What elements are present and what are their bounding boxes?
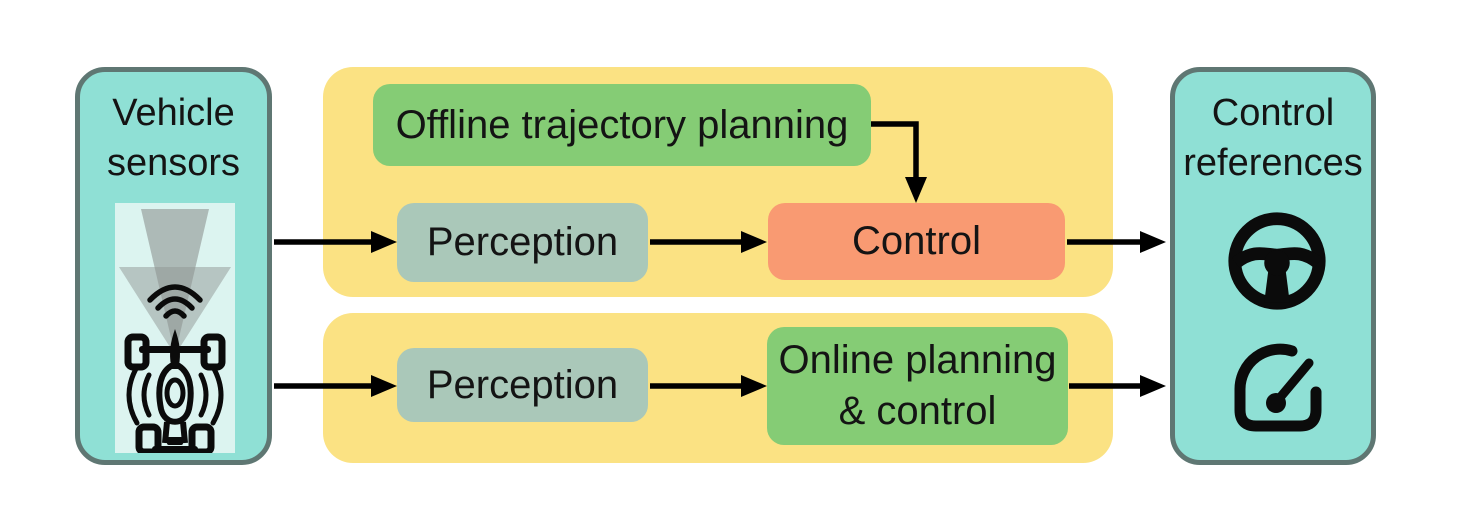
perception-label-bottom: Perception [426, 362, 619, 407]
vehicle-sensors-panel: Vehicle sensors [75, 67, 272, 465]
offline-trajectory-planning-box: Offline trajectory planning [373, 84, 871, 166]
autonomous-car-sensors-icon [115, 203, 235, 453]
online-planning-line1: Online planning [778, 338, 1057, 382]
control-label: Control [852, 219, 981, 263]
online-planning-control-label: Online planning & control [779, 335, 1057, 437]
vehicle-sensors-title: Vehicle sensors [80, 88, 267, 188]
vehicle-sensors-title-line2: sensors [106, 142, 241, 184]
perception-box-top: Perception [397, 203, 648, 282]
wifi-waves-icon [147, 284, 203, 319]
offline-pipeline-panel: Offline trajectory planning Perception C… [323, 67, 1113, 297]
control-references-title-line2: references [1183, 142, 1363, 184]
sonar-waves-icon [126, 364, 224, 426]
arrow-planning-to-control [871, 121, 927, 203]
autonomous-car-sensors-graphic [119, 209, 231, 453]
control-box: Control [768, 203, 1065, 280]
perception-box-bottom: Perception [397, 348, 648, 422]
steering-wheel-icon [1223, 207, 1331, 315]
offline-trajectory-planning-label: Offline trajectory planning [395, 102, 849, 147]
control-references-title: Control references [1175, 88, 1371, 188]
online-planning-line2: & control [838, 389, 997, 433]
perception-label-top: Perception [426, 220, 619, 264]
speedometer-icon [1227, 339, 1329, 437]
vehicle-sensors-title-line1: Vehicle [112, 92, 235, 134]
online-planning-control-box: Online planning & control [767, 327, 1068, 445]
control-references-panel: Control references [1170, 67, 1376, 465]
control-references-title-line1: Control [1211, 92, 1335, 134]
